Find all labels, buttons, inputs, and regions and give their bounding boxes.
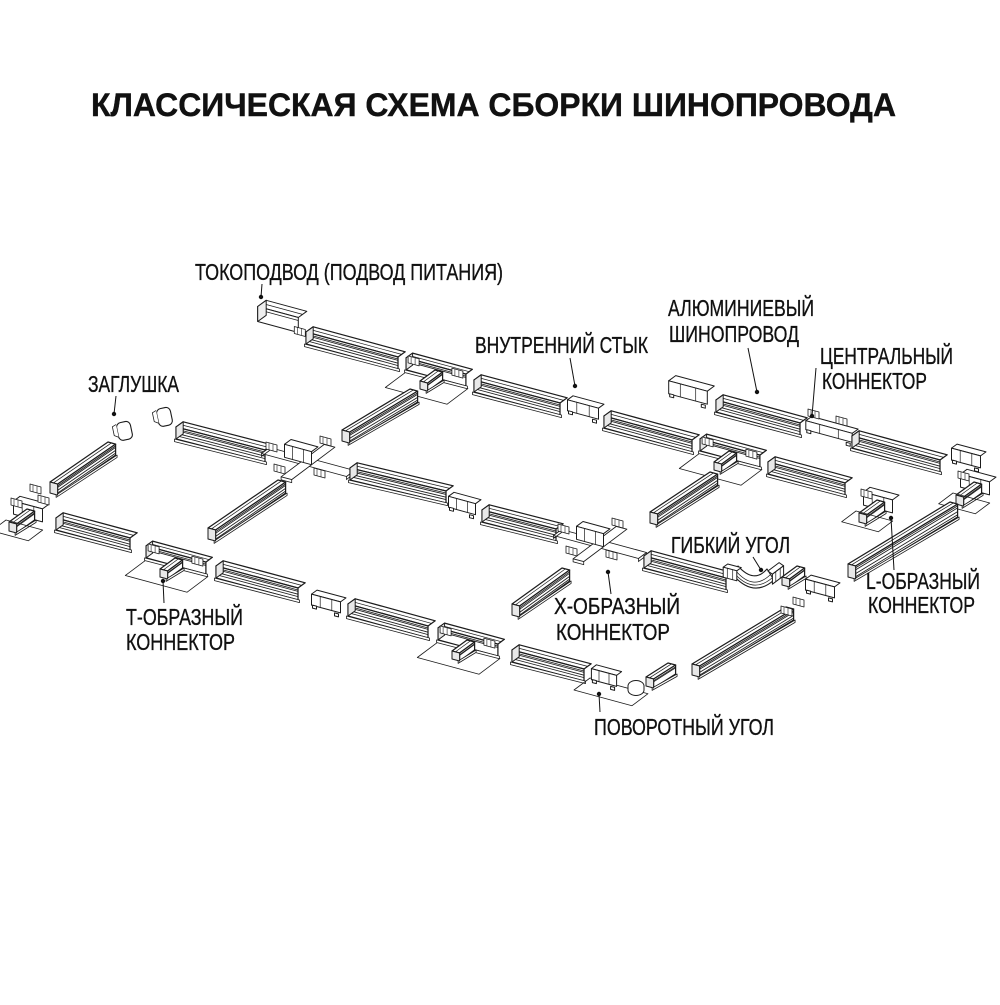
- svg-text:КОННЕКТОР: КОННЕКТОР: [868, 592, 975, 618]
- svg-text:ШИНОПРОВОД: ШИНОПРОВОД: [669, 321, 799, 347]
- svg-text:ГИБКИЙ УГОЛ: ГИБКИЙ УГОЛ: [671, 531, 790, 558]
- svg-text:X-ОБРАЗНЫЙ: X-ОБРАЗНЫЙ: [554, 592, 680, 619]
- svg-text:ВНУТРЕННИЙ СТЫК: ВНУТРЕННИЙ СТЫК: [475, 331, 648, 358]
- svg-text:ЦЕНТРАЛЬНЫЙ: ЦЕНТРАЛЬНЫЙ: [820, 342, 953, 369]
- svg-text:АЛЮМИНИЕВЫЙ: АЛЮМИНИЕВЫЙ: [668, 294, 814, 321]
- svg-text:ЗАГЛУШКА: ЗАГЛУШКА: [88, 371, 179, 397]
- svg-text:КОННЕКТОР: КОННЕКТОР: [822, 368, 927, 394]
- svg-text:ПОВОРОТНЫЙ УГОЛ: ПОВОРОТНЫЙ УГОЛ: [594, 713, 774, 740]
- svg-text:КЛАССИЧЕСКАЯ СХЕМА СБОРКИ ШИНО: КЛАССИЧЕСКАЯ СХЕМА СБОРКИ ШИНОПРОВОДА: [91, 87, 896, 123]
- svg-text:КОННЕКТОР: КОННЕКТОР: [126, 629, 235, 655]
- svg-text:ТОКОПОДВОД (ПОДВОД ПИТАНИЯ): ТОКОПОДВОД (ПОДВОД ПИТАНИЯ): [195, 259, 503, 285]
- svg-text:Т-ОБРАЗНЫЙ: Т-ОБРАЗНЫЙ: [126, 603, 243, 630]
- svg-text:L-ОБРАЗНЫЙ: L-ОБРАЗНЫЙ: [866, 567, 980, 594]
- svg-text:КОННЕКТОР: КОННЕКТОР: [556, 619, 670, 645]
